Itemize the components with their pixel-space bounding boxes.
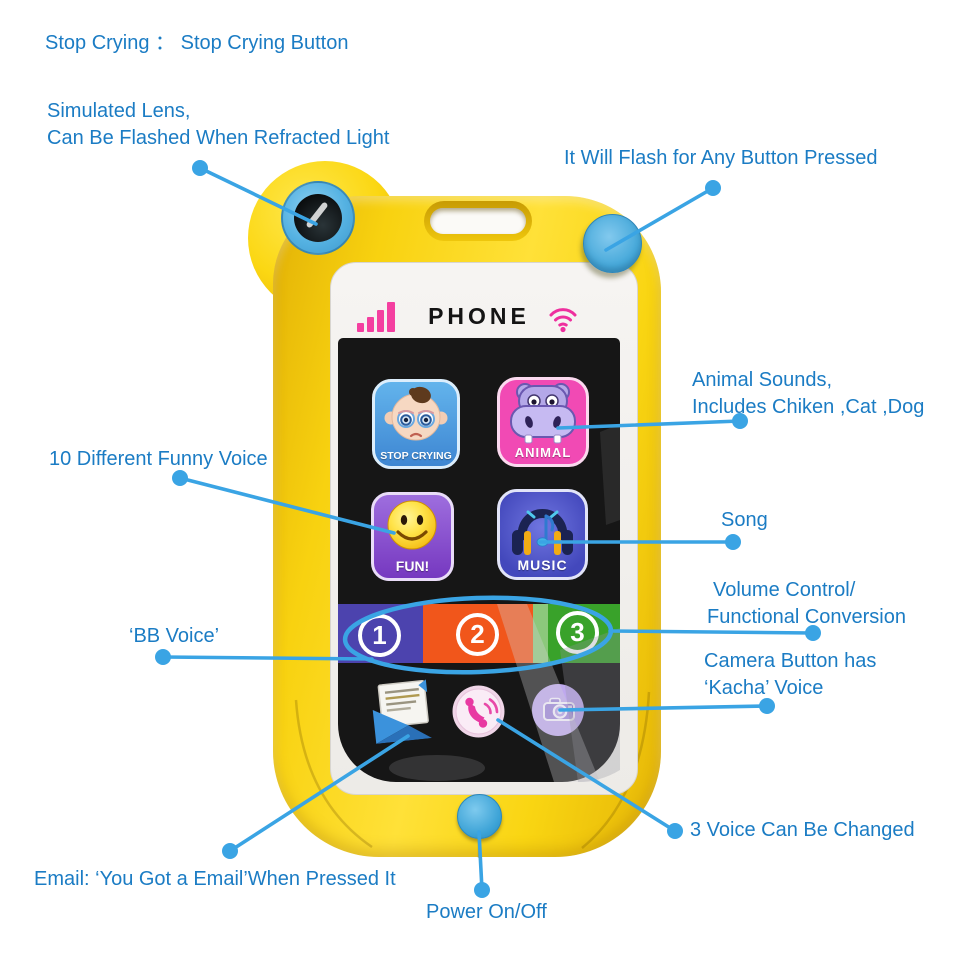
note-animal-line2: Includes Chiken ,Cat ,Dog [692,396,925,418]
headphones-icon [512,509,573,555]
note-funny-voice: 10 Different Funny Voice [49,448,268,470]
note-simulated-lens-line1: Simulated Lens, [47,100,191,122]
note-animal-line1: Animal Sounds, [692,369,833,391]
note-animal-sounds: Animal Sounds, Includes Chiken ,Cat ,Dog [692,367,924,421]
camera-button[interactable] [532,684,584,736]
fun-app-button[interactable]: FUN! [371,492,454,581]
email-button[interactable] [368,678,436,744]
stripe-light-green [533,604,548,663]
lens-glint [305,201,329,229]
animal-app-button[interactable]: ANIMAL [497,377,589,467]
mode-button-1-label: 1 [372,620,387,650]
note-volume-control: Volume Control/ Functional Conversion [707,577,906,631]
carry-handle-hole [430,208,526,234]
camera-icon [532,684,584,736]
email-envelope-icon [372,679,432,744]
note-simulated-lens: Simulated Lens, Can Be Flashed When Refr… [47,98,389,152]
hippo-icon [510,383,576,444]
note-volume-line2: Functional Conversion [707,606,906,628]
note-bb-voice: ‘BB Voice’ [129,625,220,647]
stop-crying-app-button[interactable]: STOP CRYING [372,379,460,469]
app-label: STOP CRYING [380,450,452,462]
note-song: Song [721,509,768,531]
flash-button[interactable] [583,214,642,273]
mode-button-3[interactable]: 3 [556,611,599,654]
mode-button-3-label: 3 [570,617,585,647]
app-label: MUSIC [517,557,568,573]
note-camera-kacha: Camera Button has ‘Kacha’ Voice [704,648,876,702]
call-button[interactable] [452,685,505,738]
status-bar-title: PHONE [428,303,530,329]
note-camera-line2: ‘Kacha’ Voice [704,677,824,699]
simulated-lens-icon [294,194,342,242]
mode-button-2[interactable]: 2 [456,613,499,656]
app-label: ANIMAL [514,445,572,460]
baby-face-icon [384,386,448,441]
phone-handset-icon [452,685,505,738]
note-simulated-lens-line2: Can Be Flashed When Refracted Light [47,127,390,149]
app-label: FUN! [395,558,430,574]
note-email: Email: ‘You Got a Email’When Pressed It [34,868,396,890]
power-home-button[interactable] [457,794,502,839]
note-three-voice: 3 Voice Can Be Changed [690,819,915,841]
note-power: Power On/Off [426,901,547,923]
wifi-icon [549,308,577,333]
smiley-icon [387,500,437,550]
music-app-button[interactable]: MUSIC [497,489,588,580]
note-volume-line1: Volume Control/ [713,579,856,601]
note-camera-line1: Camera Button has [704,650,877,672]
mode-button-2-label: 2 [470,619,485,649]
note-stop-crying: Stop Crying ： Stop Crying Button [45,32,349,54]
signal-bars-icon [357,302,395,332]
mode-button-1[interactable]: 1 [358,614,401,657]
note-flash: It Will Flash for Any Button Pressed [564,147,878,169]
